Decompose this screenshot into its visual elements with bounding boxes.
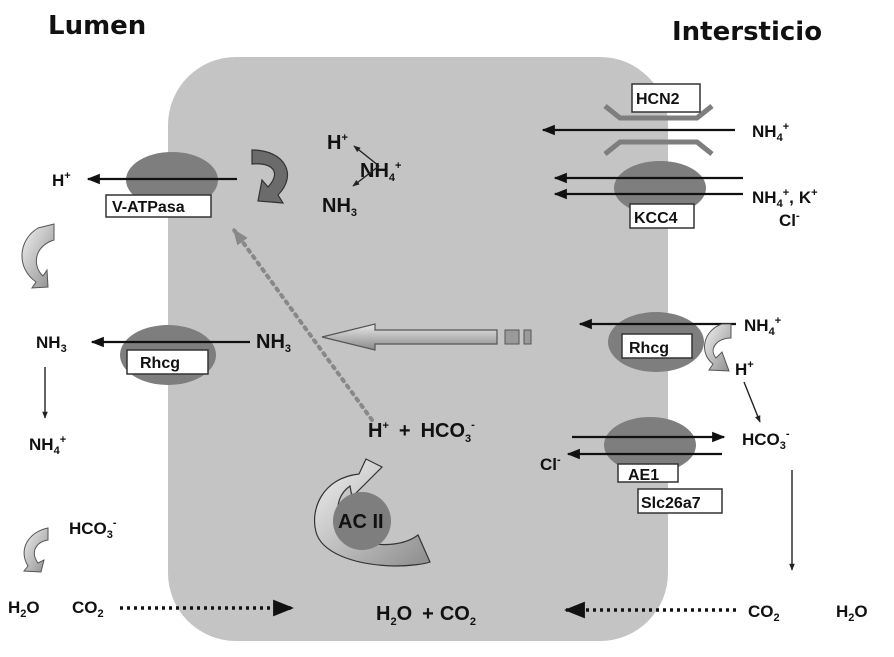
cell-h-plus-hco3: H++HCO3- bbox=[368, 419, 475, 445]
interstitium-nh4-hcn2: NH4+ bbox=[752, 121, 789, 144]
lumen-hco3-curved-arrow-icon bbox=[23, 527, 49, 573]
dissociation-arrow-h bbox=[353, 145, 380, 167]
ac-ii-enzyme bbox=[333, 492, 391, 550]
nh3-diffusion-block-arrow bbox=[321, 323, 532, 351]
lumen-hco3: HCO3- bbox=[69, 517, 117, 541]
hcn2-label: HCN2 bbox=[636, 91, 680, 108]
hcn2-label-box bbox=[631, 83, 701, 113]
h-to-vatpase-dotted-arrow bbox=[232, 228, 374, 422]
rhcg-basolateral-label: Rhcg bbox=[629, 340, 669, 357]
interstitium-hco3: HCO3- bbox=[742, 428, 790, 452]
carbonic-anhydrase-ii: AC II bbox=[314, 458, 431, 567]
interstitium-title: Intersticio bbox=[672, 17, 822, 47]
hcn2-channel-top-wall bbox=[603, 104, 714, 121]
rhcg-apical-label: Rhcg bbox=[140, 355, 180, 372]
hcn2-channel: HCN2 bbox=[541, 83, 735, 156]
interstitium-nh4-rhcg: NH4+ bbox=[744, 315, 781, 338]
cell-h-plus: H+ bbox=[327, 132, 348, 154]
interstitium-h-plus: H+ bbox=[735, 359, 754, 379]
ac-ii-label: AC II bbox=[338, 511, 384, 533]
v-atpase-label-box bbox=[105, 194, 212, 218]
v-atpase-label: V-ATPasa bbox=[112, 199, 185, 216]
slc26a7-label-box bbox=[637, 488, 723, 514]
interstitium-cl-kcc4: Cl- bbox=[779, 210, 800, 230]
interstitium-co2: CO2 bbox=[748, 602, 780, 624]
ae1-label-box bbox=[617, 463, 679, 483]
cell-nh3-apical: NH3 bbox=[256, 331, 291, 355]
rhcg-basolateral-label-box bbox=[621, 333, 693, 359]
lumen-h-plus: H+ bbox=[52, 170, 71, 190]
lumen-nh4-plus: NH4+ bbox=[29, 434, 66, 457]
cell-cl-minus: Cl- bbox=[540, 454, 561, 474]
cell-nh3: NH3 bbox=[322, 195, 357, 219]
h-to-hco3-arrow bbox=[743, 381, 761, 423]
rhcg-basolateral-transporter: Rhcg bbox=[578, 312, 736, 372]
lumen-h2o: H2O bbox=[8, 598, 40, 620]
lumen-nh3: NH3 bbox=[36, 333, 67, 355]
cell-nh4-plus: NH4+ bbox=[360, 160, 401, 184]
collecting-duct-cell bbox=[168, 57, 668, 641]
lumen-co2: CO2 bbox=[72, 598, 104, 620]
lumen-title: Lumen bbox=[48, 11, 146, 41]
kcc4-label-box bbox=[629, 203, 695, 229]
kcc4-transporter: KCC4 bbox=[553, 161, 743, 229]
slc26a7-label: Slc26a7 bbox=[641, 495, 701, 512]
hcn2-channel-bottom-wall bbox=[603, 139, 714, 156]
ae1-slc26a7-exchanger: AE1 Slc26a7 bbox=[566, 417, 726, 514]
interstitium-nh4-k: NH4+,K+ bbox=[752, 187, 818, 210]
lumen-curved-arrow-icon bbox=[21, 223, 55, 289]
rhcg-apical-transporter: Rhcg bbox=[90, 325, 250, 385]
v-atpase-transporter: V-ATPasa bbox=[86, 152, 237, 218]
cell-h2o-co2: H2O+CO2 bbox=[376, 603, 476, 628]
dissociation-arrow-nh3 bbox=[352, 165, 380, 187]
kcc4-label: KCC4 bbox=[634, 210, 678, 227]
kcc4-protein bbox=[614, 161, 706, 215]
interstitium-h2o: H2O bbox=[836, 602, 868, 624]
rhcg-apical-label-box bbox=[126, 349, 209, 375]
recycle-curved-arrow-icon bbox=[251, 149, 289, 204]
ae1-label: AE1 bbox=[628, 467, 659, 484]
ae1-protein bbox=[604, 417, 696, 473]
h-release-curved-arrow-icon bbox=[704, 323, 732, 372]
